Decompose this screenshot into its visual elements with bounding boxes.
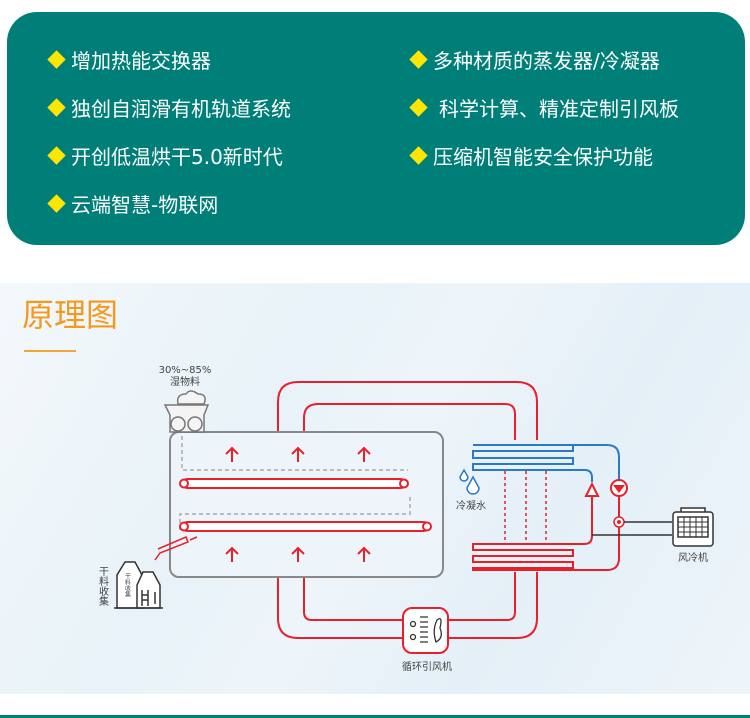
title-underline bbox=[24, 350, 76, 352]
water-drop-icon bbox=[459, 468, 480, 495]
circulation-fan-label: 循环引风机 bbox=[402, 660, 452, 673]
air-ducts bbox=[277, 381, 538, 639]
compressor-node-icon bbox=[613, 516, 625, 528]
circulation-fan-icon bbox=[402, 607, 449, 654]
section-title: 原理图 bbox=[22, 296, 119, 334]
air-cooler-label: 风冷机 bbox=[678, 551, 708, 564]
condenser-coil bbox=[472, 495, 620, 571]
expansion-valve-icon bbox=[584, 481, 600, 497]
feature-label: 增加热能交换器 bbox=[71, 49, 211, 73]
conveyor-belts bbox=[179, 478, 432, 532]
silo-icon bbox=[114, 561, 163, 609]
moisture-range-label: 30%~85% bbox=[159, 365, 212, 376]
feature-item: 多种材质的蒸发器/冷凝器 bbox=[409, 45, 660, 74]
heat-exchange-lines bbox=[504, 471, 547, 543]
wet-material-label: 湿物料 bbox=[170, 375, 200, 388]
feature-label: 多种材质的蒸发器/冷凝器 bbox=[433, 49, 660, 73]
dryer-chamber bbox=[169, 431, 444, 578]
condensate-label: 冷凝水 bbox=[456, 499, 486, 512]
feature-item: 科学计算、精准定制引风板 bbox=[409, 93, 679, 122]
dry-collection-label: 干料收集 bbox=[97, 566, 109, 607]
material-flow bbox=[179, 436, 411, 530]
discharge-chute bbox=[154, 536, 198, 561]
airflow-arrow-icons bbox=[225, 446, 371, 562]
hopper-icon bbox=[163, 390, 210, 433]
silo-label: 干料收集 bbox=[124, 573, 131, 598]
feature-label: 科学计算、精准定制引风板 bbox=[439, 97, 679, 121]
bottom-divider bbox=[0, 715, 750, 718]
pump-icon bbox=[610, 479, 628, 497]
features-banner bbox=[7, 12, 745, 245]
feature-label: 云端智慧-物联网 bbox=[71, 193, 219, 217]
connection-lines bbox=[592, 521, 672, 536]
feature-label: 独创自润滑有机轨道系统 bbox=[71, 97, 291, 121]
feature-item: 云端智慧-物联网 bbox=[47, 189, 219, 218]
feature-label: 压缩机智能安全保护功能 bbox=[433, 145, 653, 169]
evaporator-coil bbox=[472, 444, 620, 482]
air-cooler-icon bbox=[672, 507, 714, 547]
feature-item: 开创低温烘干5.0新时代 bbox=[47, 141, 283, 170]
feature-label: 开创低温烘干5.0新时代 bbox=[71, 145, 283, 169]
feature-item: 压缩机智能安全保护功能 bbox=[409, 141, 653, 170]
feature-item: 增加热能交换器 bbox=[47, 45, 211, 74]
feature-item: 独创自润滑有机轨道系统 bbox=[47, 93, 291, 122]
